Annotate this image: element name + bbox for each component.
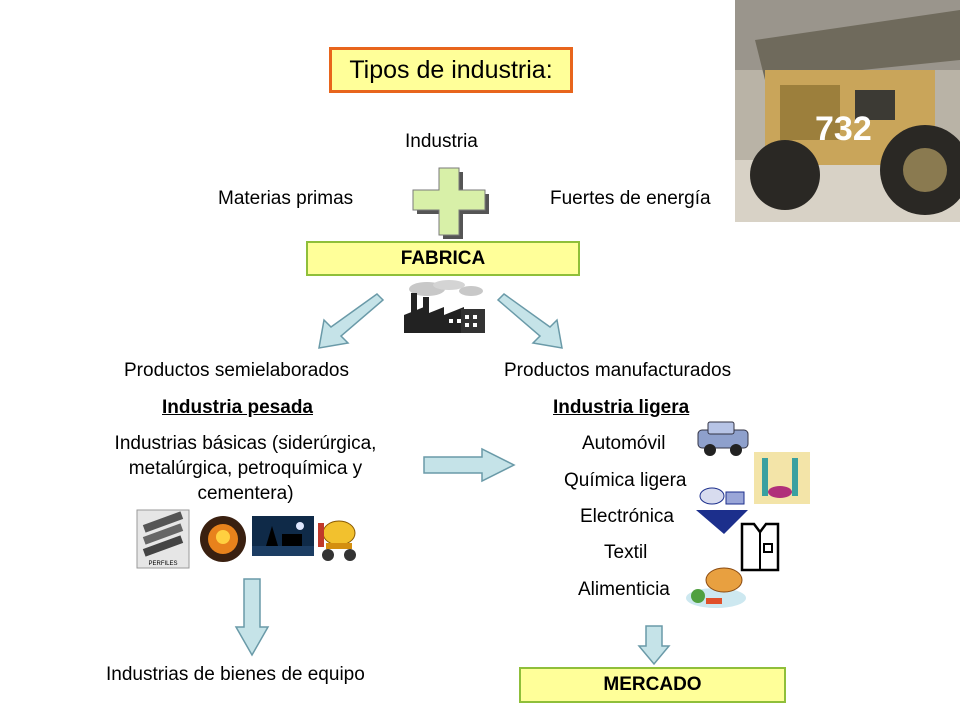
truck-number: 732 (815, 110, 872, 148)
bienes-equipo-label: Industrias de bienes de equipo (106, 664, 365, 685)
food-icon (686, 567, 746, 608)
cement-mixer-icon (318, 520, 356, 561)
arrow-down-mercado (637, 625, 671, 666)
industrias-basicas-text: Industrias básicas (siderúrgica, metalúr… (114, 433, 377, 504)
industria-ligera-heading: Industria ligera (553, 397, 690, 418)
textil-item: Textil (604, 542, 648, 563)
steel-profiles-icon: PERFILES (136, 509, 190, 569)
industria-label: Industria (405, 131, 478, 152)
materias-primas-label: Materias primas (218, 188, 354, 209)
chemistry-icon (754, 452, 810, 504)
quimica-ligera-item: Química ligera (564, 470, 687, 491)
arrow-down-left (318, 293, 385, 349)
manufacturados-heading: Productos manufacturados (504, 360, 732, 381)
semielaborados-heading: Productos semielaborados (124, 360, 349, 381)
factory-icon (399, 279, 489, 336)
arrow-down-right (496, 293, 563, 349)
electronica-item: Electrónica (580, 506, 674, 527)
car-icon (697, 421, 749, 456)
arrow-down-left-column (234, 578, 270, 657)
industria-pesada-heading: Industria pesada (162, 397, 313, 418)
oil-platform-icon (252, 516, 314, 556)
alimenticia-item: Alimenticia (578, 579, 670, 600)
electronics-icon (696, 487, 748, 534)
automovil-item: Automóvil (582, 433, 666, 454)
diagram-title: Tipos de industria: (329, 47, 573, 93)
fuentes-energia-label: Fuertes de energía (550, 188, 711, 209)
molten-metal-icon (200, 516, 246, 562)
mercado-box: MERCADO (519, 667, 786, 703)
plus-icon (412, 167, 489, 239)
shirt-icon (740, 522, 780, 572)
arrow-right (423, 447, 516, 483)
perfiles-label: PERFILES (148, 561, 177, 567)
fabrica-box: FABRICA (306, 241, 580, 276)
mining-truck-photo: 732 (735, 0, 960, 222)
